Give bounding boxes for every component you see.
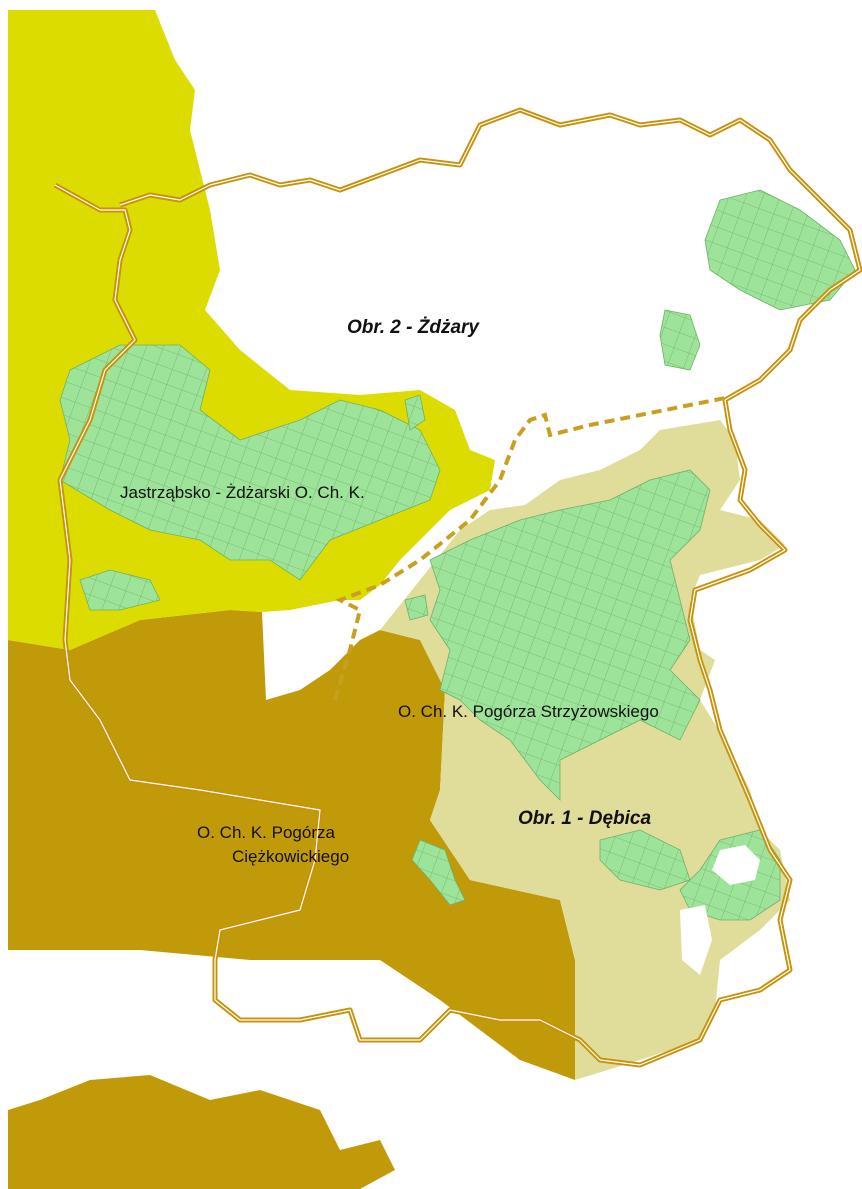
zone-jastrzabsko-label: Jastrząbsko - Żdżarski O. Ch. K. xyxy=(120,483,365,502)
forest-parcels xyxy=(59,189,856,921)
forest-patch xyxy=(659,309,701,371)
forest-patch xyxy=(404,394,426,431)
district-boundary xyxy=(53,107,862,1068)
forest-patch xyxy=(59,344,441,581)
zone-ciezkowickie-area xyxy=(8,610,575,1080)
forest-patch xyxy=(411,839,466,906)
enclave-area xyxy=(712,845,760,885)
forest-patch xyxy=(404,594,429,621)
subdistrict-boundary xyxy=(333,396,726,701)
forest-patch xyxy=(599,829,691,891)
enclave-area xyxy=(680,905,712,975)
zone-ciezkowickie-lower-area xyxy=(8,1075,395,1189)
zone-ciezkowickie-label-line1: O. Ch. K. Pogórza xyxy=(197,823,335,842)
district-2-label: Obr. 2 - Żdżary xyxy=(347,317,480,338)
zone-strzyzowskie-label: O. Ch. K. Pogórza Strzyżowskiego xyxy=(398,702,659,721)
forest-patch xyxy=(429,469,711,801)
forest-patch xyxy=(704,189,856,311)
zone-ciezkowickie-label-line2: Ciężkowickiego xyxy=(232,847,349,866)
forest-patch xyxy=(79,569,161,611)
district-1-label: Obr. 1 - Dębica xyxy=(518,808,651,829)
